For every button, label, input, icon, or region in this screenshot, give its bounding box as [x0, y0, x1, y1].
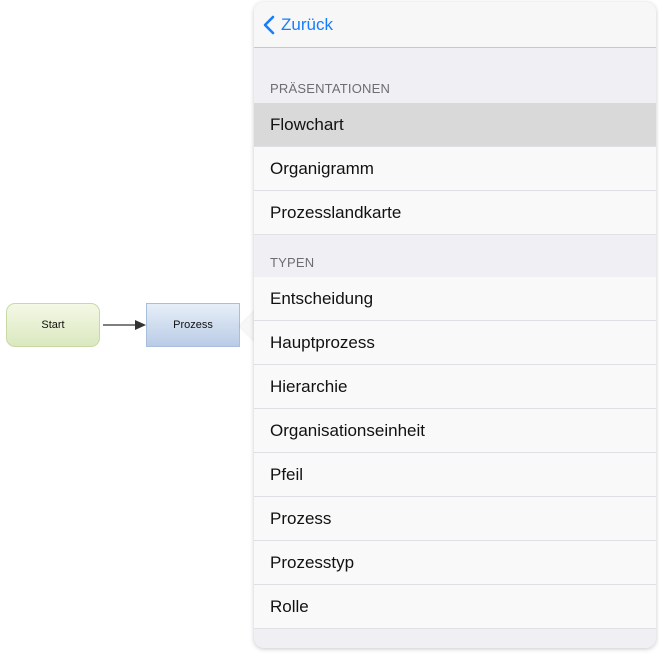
process-shape-label: Prozess [173, 319, 213, 331]
popover-pointer [240, 310, 256, 342]
shape-type-popover: Zurück PRÄSENTATIONEN Flowchart Organigr… [254, 2, 656, 648]
back-button-label: Zurück [281, 14, 333, 34]
popover-nav-bar: Zurück [254, 2, 656, 48]
list-item-hauptprozess[interactable]: Hauptprozess [254, 321, 656, 365]
list-item-organigramm[interactable]: Organigramm [254, 147, 656, 191]
list-item-prozesslandkarte[interactable]: Prozesslandkarte [254, 191, 656, 235]
section-header-presentations: PRÄSENTATIONEN [270, 81, 391, 96]
list-item-prozess[interactable]: Prozess [254, 497, 656, 541]
list-item-rolle[interactable]: Rolle [254, 585, 656, 629]
list-item-organisationseinheit[interactable]: Organisationseinheit [254, 409, 656, 453]
back-button[interactable]: Zurück [263, 15, 333, 35]
list-item-prozesstyp[interactable]: Prozesstyp [254, 541, 656, 585]
list-item-entscheidung[interactable]: Entscheidung [254, 277, 656, 321]
start-shape-label: Start [41, 319, 65, 331]
process-shape[interactable]: Prozess [146, 303, 240, 347]
connector-arrow-icon[interactable] [103, 318, 147, 332]
chevron-left-icon [263, 15, 275, 34]
section-header-types: TYPEN [270, 255, 315, 270]
list-item-flowchart[interactable]: Flowchart [254, 103, 656, 147]
list-item-hierarchie[interactable]: Hierarchie [254, 365, 656, 409]
start-shape[interactable]: Start [6, 303, 100, 347]
list-item-pfeil[interactable]: Pfeil [254, 453, 656, 497]
